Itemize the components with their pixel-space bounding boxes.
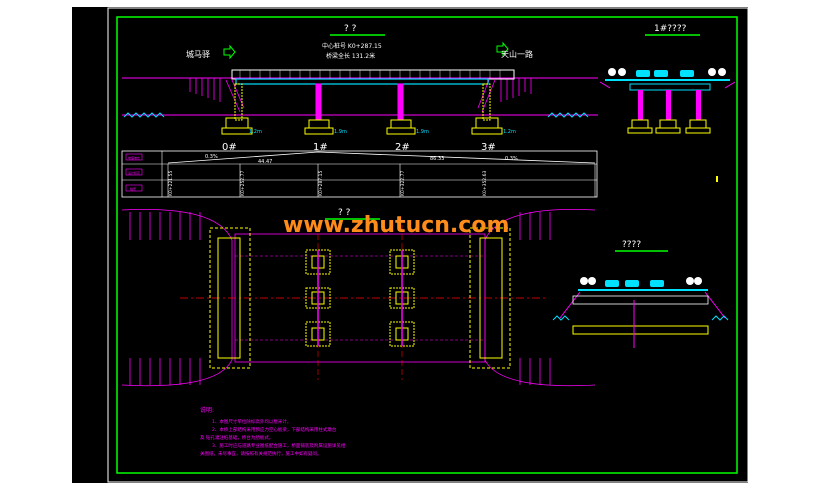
note-line-4: 3、施工时应与道路专业图纸配合施工，桥面铺装及附属设施详见相	[212, 442, 346, 449]
left-direction-arrow-icon	[223, 44, 236, 60]
riverbed-hatch	[123, 112, 589, 118]
depth-label-0: 1.2m	[249, 129, 262, 135]
depth-label-1: 1.9m	[334, 129, 347, 135]
note-line-3: 及 钻孔灌注桩基础，桥台为肋板式。	[200, 434, 273, 441]
right-embankment-hatch	[477, 78, 532, 113]
left-embankment-hatch	[189, 78, 245, 113]
profile-station-2: K0+287.15	[318, 171, 324, 196]
watermark-text: www.zhutucn.com	[283, 213, 509, 238]
pier-label-0: 0#	[222, 142, 237, 153]
abutment-0-plan	[209, 227, 251, 369]
profile-length-0: 44.47	[258, 159, 272, 165]
sheet-background	[72, 7, 748, 483]
notes-title: 说明:	[200, 406, 214, 414]
profile-station-0: K0+221.55	[168, 171, 174, 196]
section-2-title: ????	[622, 240, 641, 250]
profile-row-label-2: 桩号	[130, 186, 136, 191]
sheet-border-inner	[116, 16, 738, 474]
right-place-label: 天山一路	[501, 49, 533, 59]
cross-section-2: ????	[552, 240, 729, 348]
sheet-border-outer	[107, 7, 749, 483]
abutment-3-plan	[469, 227, 511, 369]
pier-1	[304, 83, 334, 135]
note-line-5: 关图纸，未尽事宜，请按照有关规范执行，施工中如有疑问。	[200, 450, 322, 457]
pier-2	[386, 83, 416, 135]
profile-length-1: 86.33	[430, 156, 444, 162]
abutment-3	[471, 83, 503, 135]
abutment-0	[221, 83, 253, 135]
note-line-2: 2、本桥上部结构采用预应力空心板梁，下部结构采用柱式墩台	[212, 426, 337, 433]
profile-station-1: K0+252.77	[240, 171, 246, 196]
note-line-1: 1、本图尺寸单位除标高外均以厘米计。	[212, 418, 291, 425]
cross-section-1: 1#????	[599, 24, 736, 134]
section-2-vehicles-icon	[580, 277, 702, 287]
railing-posts	[239, 70, 501, 79]
profile-table: 坡度坡长 设计标高 桩号 0.3% 0.3% 44.47 86.33 K0+22…	[121, 150, 598, 198]
depth-label-2: 1.9m	[416, 129, 429, 135]
plan-hatch-left	[121, 209, 233, 387]
plan-title: ? ?	[338, 208, 351, 218]
elevation-title: ? ?	[344, 24, 357, 34]
profile-row-label-0: 坡度坡长	[128, 155, 140, 160]
center-station-text: 中心桩号 K0+287.15	[322, 42, 382, 50]
left-place-label: 城马驿	[186, 50, 210, 59]
depth-label-3: 1.2m	[503, 129, 516, 135]
pier-label-1: 1#	[313, 142, 328, 153]
pier-label-2: 2#	[395, 142, 410, 153]
profile-station-4: K0+352.63	[482, 171, 488, 196]
section-1-title: 1#????	[654, 24, 687, 34]
notes-block: 说明: 1、本图尺寸单位除标高外均以厘米计。 2、本桥上部结构采用预应力空心板梁…	[200, 406, 346, 457]
plan-view: ? ?	[121, 208, 596, 387]
profile-slope-1: 0.3%	[505, 156, 518, 162]
profile-slope-0: 0.3%	[205, 154, 218, 160]
elevation-view: ? ? 中心桩号 K0+287.15 桥梁全长 131.2米 城马驿 天山一路	[122, 24, 598, 153]
right-direction-arrow-icon	[496, 41, 509, 57]
bridge-length-text: 桥梁全长 131.2米	[326, 52, 375, 60]
section-1-vehicles-icon	[608, 68, 726, 77]
small-marker	[716, 176, 718, 182]
profile-row-label-1: 设计标高	[128, 170, 140, 175]
bridge-girder	[235, 78, 489, 85]
pier-label-3: 3#	[481, 142, 496, 153]
profile-station-3: K0+322.77	[400, 171, 406, 196]
